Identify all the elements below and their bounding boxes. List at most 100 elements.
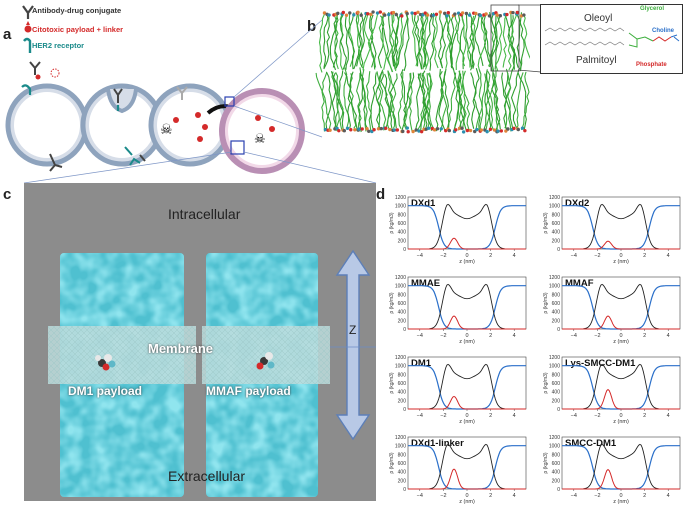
x-tick-label: −4	[571, 413, 577, 419]
zoom-box-b	[224, 96, 235, 107]
x-tick-label: 2	[643, 493, 646, 499]
x-tick-label: −2	[594, 493, 600, 499]
x-tick-label: 4	[513, 333, 516, 339]
x-axis-label: z (nm)	[459, 259, 475, 265]
x-tick-label: −4	[417, 333, 423, 339]
y-tick-label: 1000	[395, 444, 406, 450]
x-tick-label: 2	[489, 493, 492, 499]
legend-icons	[22, 5, 34, 53]
y-tick-label: 800	[552, 292, 561, 298]
y-tick-label: 600	[552, 301, 561, 307]
y-tick-label: 0	[557, 407, 560, 413]
x-tick-label: 2	[643, 253, 646, 259]
x-tick-label: 2	[489, 413, 492, 419]
palmitoyl-label: Palmitoyl	[576, 55, 617, 66]
y-tick-label: 1000	[395, 204, 406, 210]
payload-density-curve	[408, 395, 526, 410]
x-tick-label: −4	[571, 493, 577, 499]
y-tick-label: 400	[398, 470, 407, 476]
y-tick-label: 1200	[549, 195, 560, 201]
y-tick-label: 1200	[549, 275, 560, 281]
zoom-box-c	[230, 140, 245, 155]
x-axis-label: z (nm)	[459, 339, 475, 345]
receptor-icon	[23, 37, 32, 53]
y-tick-label: 0	[403, 327, 406, 333]
membrane-left-mesh	[48, 326, 196, 384]
x-tick-label: −2	[594, 333, 600, 339]
legend-payload-label: Citotoxic payload + linker	[32, 25, 124, 34]
y-axis-label: ρ (kg/m3)	[389, 292, 395, 314]
x-tick-label: 0	[619, 413, 622, 419]
y-tick-label: 1000	[549, 284, 560, 290]
y-tick-label: 400	[552, 310, 561, 316]
payload-icon	[24, 21, 32, 33]
lipid-structure-inset	[540, 4, 683, 74]
y-tick-label: 1200	[549, 355, 560, 361]
y-tick-label: 1200	[395, 275, 406, 281]
extracellular-label: Extracellular	[168, 468, 246, 484]
y-tick-label: 0	[557, 247, 560, 253]
y-tick-label: 0	[403, 487, 406, 493]
y-tick-label: 800	[398, 292, 407, 298]
x-axis-label: z (nm)	[613, 499, 629, 505]
y-axis-label: ρ (kg/m3)	[389, 372, 395, 394]
y-tick-label: 800	[552, 212, 561, 218]
y-tick-label: 1000	[549, 204, 560, 210]
lipid-headgroups	[322, 10, 527, 134]
simulation-render	[48, 249, 376, 497]
plot-title: DM1	[411, 358, 432, 369]
y-tick-label: 800	[398, 372, 407, 378]
x-tick-label: 0	[465, 333, 468, 339]
y-axis-label: ρ (kg/m3)	[543, 452, 549, 474]
x-tick-label: −2	[440, 333, 446, 339]
y-tick-label: 400	[398, 230, 407, 236]
x-tick-label: −2	[594, 413, 600, 419]
x-tick-label: 0	[619, 493, 622, 499]
y-axis-label: ρ (kg/m3)	[543, 292, 549, 314]
membrane-label: Membrane	[148, 341, 214, 356]
lipid-inset-connector	[517, 4, 542, 73]
x-tick-label: −4	[417, 413, 423, 419]
x-tick-label: −4	[571, 333, 577, 339]
payload-density-curve	[408, 468, 526, 490]
x-tick-label: 0	[465, 413, 468, 419]
x-tick-label: −2	[440, 253, 446, 259]
y-tick-label: 800	[552, 372, 561, 378]
plot-title: MMAE	[411, 278, 440, 289]
y-tick-label: 0	[557, 487, 560, 493]
y-tick-label: 0	[403, 247, 406, 253]
z-axis-arrow	[335, 249, 371, 441]
payload-density-curve	[562, 315, 680, 330]
y-tick-label: 200	[552, 478, 561, 484]
oleoyl-label: Oleoyl	[584, 13, 613, 24]
y-tick-label: 800	[552, 452, 561, 458]
y-tick-label: 0	[403, 407, 406, 413]
plot-title: Lys-SMCC-DM1	[565, 358, 636, 369]
payload-density-curve	[408, 237, 526, 250]
y-tick-label: 200	[398, 398, 407, 404]
x-tick-label: 2	[489, 253, 492, 259]
x-tick-label: 4	[667, 413, 670, 419]
y-tick-label: 1200	[395, 195, 406, 201]
payload-density-curve	[562, 468, 680, 490]
cell-target: ☠	[219, 88, 305, 174]
endocytosis-diagram: ☠ ☠	[5, 61, 305, 174]
x-axis-label: z (nm)	[613, 419, 629, 425]
x-axis-label: z (nm)	[459, 499, 475, 505]
y-tick-label: 1200	[395, 355, 406, 361]
y-tick-label: 200	[398, 318, 407, 324]
phosphate-label: Phosphate	[636, 62, 667, 68]
plot-title: DXd1	[411, 198, 436, 209]
glycerol-label: Glycerol	[640, 6, 665, 12]
skull-icon: ☠	[160, 122, 173, 138]
y-tick-label: 1000	[395, 284, 406, 290]
antibody-icon	[22, 5, 34, 19]
y-tick-label: 600	[552, 381, 561, 387]
plot-title: DXd1-linker	[411, 438, 464, 449]
x-axis-label: z (nm)	[613, 339, 629, 345]
x-tick-label: 2	[489, 333, 492, 339]
